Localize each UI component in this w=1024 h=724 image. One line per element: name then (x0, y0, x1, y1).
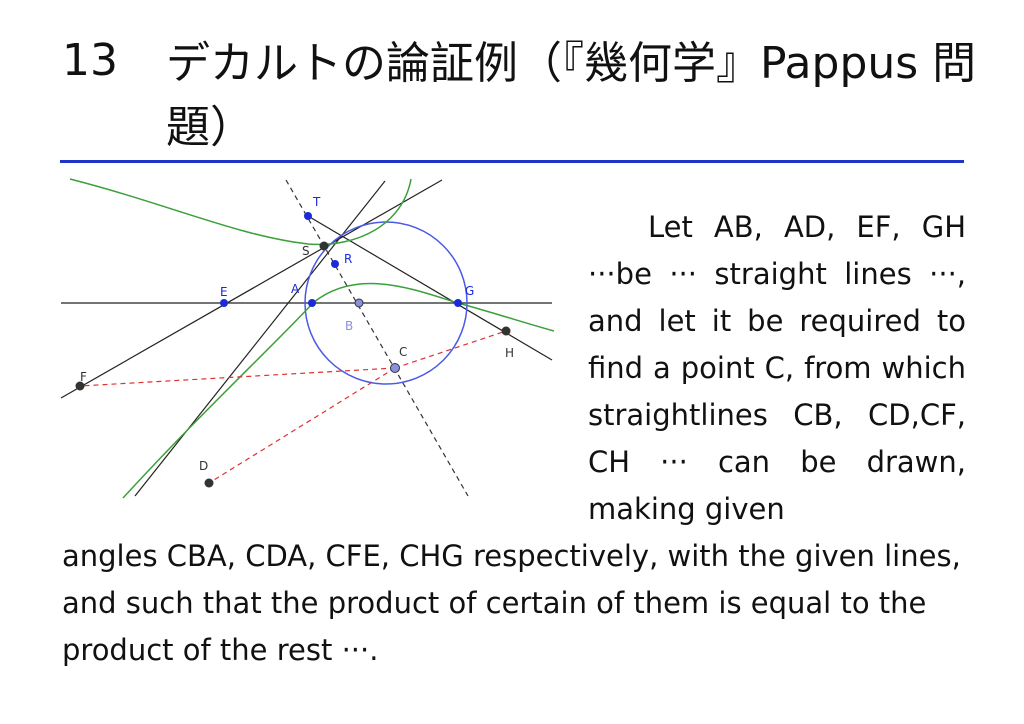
dashed-line-black (285, 179, 469, 497)
point-g (454, 299, 462, 307)
label-s: S (302, 244, 310, 258)
label-f: F (80, 370, 87, 384)
point-c (390, 363, 400, 373)
locus-curve-upper (69, 178, 412, 246)
point-b (354, 298, 364, 308)
label-d: D (199, 459, 208, 473)
line-ad (134, 180, 386, 497)
point-a (308, 299, 316, 307)
label-c: C (399, 345, 407, 359)
dashed-line-ch (394, 330, 507, 369)
page-title: デカルトの論証例（『幾何学』Pappus 問題） (166, 38, 977, 153)
geometry-diagram: T S R E A G B C H F D (60, 178, 555, 499)
point-s (319, 241, 329, 251)
pappus-figure: T S R E A G B C H F D (58, 176, 558, 506)
point-h (501, 326, 511, 336)
label-e: E (220, 285, 228, 299)
label-b: B (345, 319, 353, 333)
point-f (75, 381, 85, 391)
label-t: T (312, 195, 321, 209)
slide-number: 13 (62, 35, 118, 86)
label-g: G (465, 284, 474, 298)
label-r: R (344, 252, 352, 266)
point-d (204, 478, 214, 488)
point-t (304, 212, 312, 220)
label-a: A (291, 282, 300, 296)
line-gh (307, 215, 553, 361)
dashed-line-cf (79, 367, 396, 387)
dashed-line-cd (208, 367, 396, 484)
line-ef (60, 179, 443, 399)
point-r (331, 260, 339, 268)
side-paragraph: Let AB, AD, EF, GH ···be ··· straight li… (588, 204, 966, 533)
locus-curve-lower (122, 282, 555, 499)
label-h: H (505, 346, 514, 360)
title-divider (60, 160, 964, 163)
side-paragraph-text: Let AB, AD, EF, GH ···be ··· straight li… (588, 210, 966, 526)
bottom-paragraph: angles CBA, CDA, CFE, CHG respectively, … (62, 539, 961, 667)
point-e (220, 299, 228, 307)
